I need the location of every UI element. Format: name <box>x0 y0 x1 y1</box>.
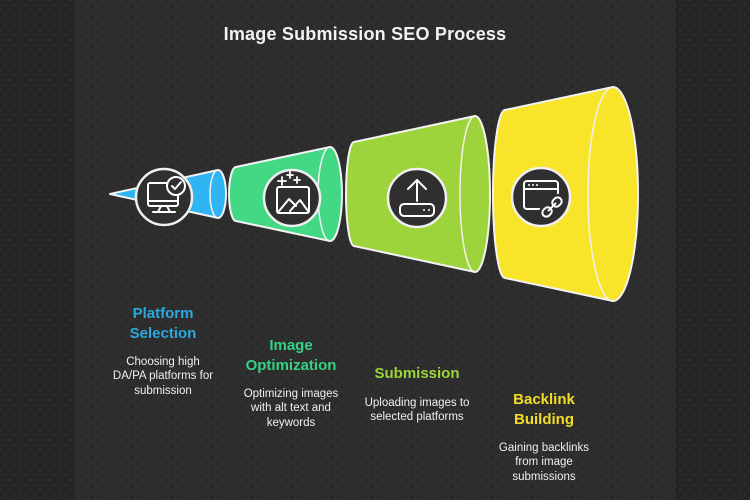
stage-label-platform-selection: Platform Selection Choosing high DA/PA p… <box>98 304 228 398</box>
stage-label-backlink-building: Backlink Building Gaining backlinks from… <box>479 390 609 484</box>
stage-heading: Submission <box>374 365 460 382</box>
browser-link-icon <box>510 166 572 228</box>
stage-label-image-optimization: Image Optimization Optimizing images wit… <box>221 336 361 430</box>
stage-description: Uploading images to selected platforms <box>364 396 470 423</box>
stage-description: Optimizing images with alt text and keyw… <box>243 388 339 429</box>
page-title: Image Submission SEO Process <box>223 24 507 44</box>
upload-icon <box>386 167 448 229</box>
monitor-check-icon <box>134 167 194 227</box>
stage-description: Gaining backlinks from image submissions <box>498 442 590 483</box>
stage-heading: Image Optimization <box>245 337 337 374</box>
stage-heading: Backlink Building <box>513 391 575 428</box>
stage-heading: Platform Selection <box>129 305 197 342</box>
stage-label-submission: Submission Uploading images to selected … <box>342 364 492 424</box>
stage-description: Choosing high DA/PA platforms for submis… <box>112 356 214 397</box>
image-sparkles-icon <box>262 168 322 228</box>
